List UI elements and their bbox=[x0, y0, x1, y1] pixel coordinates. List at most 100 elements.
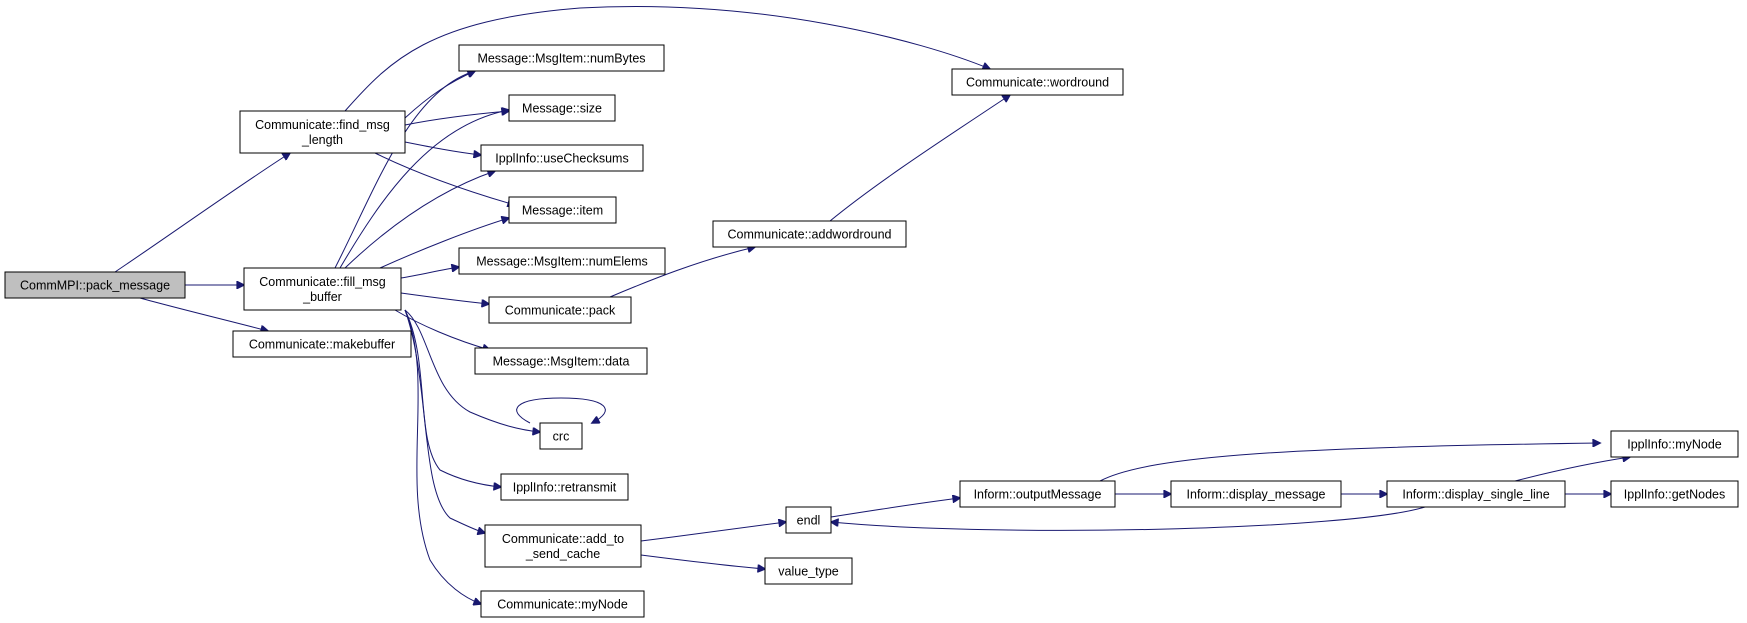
edge-find_msg_length-to-numBytes bbox=[404, 71, 475, 119]
edge-add_to_send_cache-to-endl bbox=[640, 522, 786, 542]
node-size[interactable]: Message::size bbox=[508, 94, 616, 122]
node-retransmit[interactable]: IpplInfo::retransmit bbox=[500, 473, 629, 501]
node-box bbox=[951, 68, 1124, 96]
edge-find_msg_length-to-useChecksums bbox=[404, 141, 481, 155]
edge-add_to_send_cache-to-value_type bbox=[640, 554, 765, 569]
node-box bbox=[539, 422, 583, 450]
edge-fill_msg_buffer-to-numBytes bbox=[334, 71, 475, 269]
edge-fill_msg_buffer-to-data bbox=[394, 309, 490, 350]
node-getNodes[interactable]: IpplInfo::getNodes bbox=[1610, 480, 1739, 508]
edge-fill_msg_buffer-to-useChecksums bbox=[344, 171, 495, 269]
edge-fill_msg_buffer-to-comm_myNode bbox=[404, 309, 481, 604]
node-box bbox=[764, 557, 853, 585]
node-display_single_line[interactable]: Inform::display_single_line bbox=[1386, 480, 1566, 508]
node-label: Communicate::add_to bbox=[502, 532, 624, 546]
node-label: Communicate::pack bbox=[505, 304, 616, 318]
edge-crc-to-crc bbox=[516, 397, 606, 423]
node-box bbox=[243, 267, 402, 311]
node-label: Inform::display_single_line bbox=[1402, 488, 1549, 502]
node-label: Communicate::makebuffer bbox=[249, 338, 395, 352]
node-box bbox=[474, 347, 648, 375]
node-label: _buffer bbox=[302, 290, 342, 304]
edge-outputMessage-to-ippl_myNode bbox=[1099, 443, 1600, 482]
node-pack[interactable]: Communicate::pack bbox=[488, 296, 632, 324]
node-label: Communicate::fill_msg bbox=[259, 275, 385, 289]
node-outputMessage[interactable]: Inform::outputMessage bbox=[959, 480, 1116, 508]
node-wordround[interactable]: Communicate::wordround bbox=[951, 68, 1124, 96]
edge-find_msg_length-to-item bbox=[374, 152, 515, 205]
node-box bbox=[1610, 430, 1739, 458]
node-box bbox=[458, 247, 666, 275]
node-box bbox=[239, 110, 406, 154]
node-box bbox=[785, 506, 832, 534]
node-box bbox=[712, 220, 907, 248]
node-item[interactable]: Message::item bbox=[508, 196, 617, 224]
node-box bbox=[500, 473, 629, 501]
node-label: Message::MsgItem::numElems bbox=[476, 255, 648, 269]
node-addwordround[interactable]: Communicate::addwordround bbox=[712, 220, 907, 248]
edges-layer bbox=[114, 6, 1630, 604]
node-label: CommMPI::pack_message bbox=[20, 279, 170, 293]
edge-pack-to-addwordround bbox=[609, 247, 755, 298]
node-box bbox=[484, 524, 642, 568]
node-label: Communicate::myNode bbox=[497, 598, 628, 612]
node-display_message[interactable]: Inform::display_message bbox=[1170, 480, 1342, 508]
node-box bbox=[4, 271, 186, 299]
node-label: Message::MsgItem::data bbox=[493, 355, 630, 369]
edge-pack_message-to-find_msg_length bbox=[114, 153, 290, 273]
node-label: Communicate::addwordround bbox=[728, 228, 892, 242]
edge-fill_msg_buffer-to-size bbox=[339, 110, 509, 269]
node-label: Inform::outputMessage bbox=[974, 488, 1102, 502]
node-box bbox=[480, 590, 645, 618]
node-box bbox=[1170, 480, 1342, 508]
node-numBytes[interactable]: Message::MsgItem::numBytes bbox=[458, 44, 665, 72]
node-box bbox=[458, 44, 665, 72]
node-comm_myNode[interactable]: Communicate::myNode bbox=[480, 590, 645, 618]
node-label: Message::item bbox=[522, 204, 603, 218]
edge-fill_msg_buffer-to-pack bbox=[400, 292, 489, 304]
node-label: Message::size bbox=[522, 102, 602, 116]
edge-find_msg_length-to-wordround bbox=[344, 6, 990, 112]
edge-pack_message-to-makebuffer bbox=[139, 297, 268, 331]
node-label: _send_cache bbox=[525, 547, 600, 561]
node-box bbox=[232, 330, 412, 358]
node-useChecksums[interactable]: IpplInfo::useChecksums bbox=[480, 144, 644, 172]
node-label: IpplInfo::getNodes bbox=[1624, 488, 1725, 502]
edge-display_single_line-to-ippl_myNode bbox=[1514, 457, 1630, 482]
node-value_type[interactable]: value_type bbox=[764, 557, 853, 585]
node-endl[interactable]: endl bbox=[785, 506, 832, 534]
node-label: value_type bbox=[778, 565, 839, 579]
node-label: IpplInfo::useChecksums bbox=[495, 152, 628, 166]
node-label: IpplInfo::myNode bbox=[1627, 438, 1722, 452]
node-label: Communicate::find_msg bbox=[255, 118, 390, 132]
node-box bbox=[1610, 480, 1739, 508]
node-box bbox=[508, 196, 617, 224]
node-pack_message[interactable]: CommMPI::pack_message bbox=[4, 271, 186, 299]
node-find_msg_length[interactable]: Communicate::find_msg_length bbox=[239, 110, 406, 154]
edge-addwordround-to-wordround bbox=[829, 95, 1010, 222]
edge-fill_msg_buffer-to-retransmit bbox=[404, 309, 501, 487]
node-numElems[interactable]: Message::MsgItem::numElems bbox=[458, 247, 666, 275]
node-label: Communicate::wordround bbox=[966, 76, 1109, 90]
edge-find_msg_length-to-size bbox=[404, 111, 509, 126]
node-label: Message::MsgItem::numBytes bbox=[477, 52, 645, 66]
node-makebuffer[interactable]: Communicate::makebuffer bbox=[232, 330, 412, 358]
node-box bbox=[488, 296, 632, 324]
node-label: Inform::display_message bbox=[1187, 488, 1326, 502]
edge-fill_msg_buffer-to-item bbox=[379, 218, 509, 269]
edge-fill_msg_buffer-to-add_to_send_cache bbox=[404, 309, 485, 533]
node-label: IpplInfo::retransmit bbox=[513, 481, 617, 495]
node-ippl_myNode[interactable]: IpplInfo::myNode bbox=[1610, 430, 1739, 458]
node-box bbox=[959, 480, 1116, 508]
node-data[interactable]: Message::MsgItem::data bbox=[474, 347, 648, 375]
node-fill_msg_buffer[interactable]: Communicate::fill_msg_buffer bbox=[243, 267, 402, 311]
node-box bbox=[1386, 480, 1566, 508]
node-crc[interactable]: crc bbox=[539, 422, 583, 450]
node-add_to_send_cache[interactable]: Communicate::add_to_send_cache bbox=[484, 524, 642, 568]
node-box bbox=[480, 144, 644, 172]
edge-display_single_line-to-endl bbox=[831, 506, 1426, 531]
edge-fill_msg_buffer-to-crc bbox=[404, 309, 540, 432]
nodes-layer: CommMPI::pack_message Communicate::find_m… bbox=[4, 44, 1739, 618]
node-label: crc bbox=[553, 430, 570, 444]
